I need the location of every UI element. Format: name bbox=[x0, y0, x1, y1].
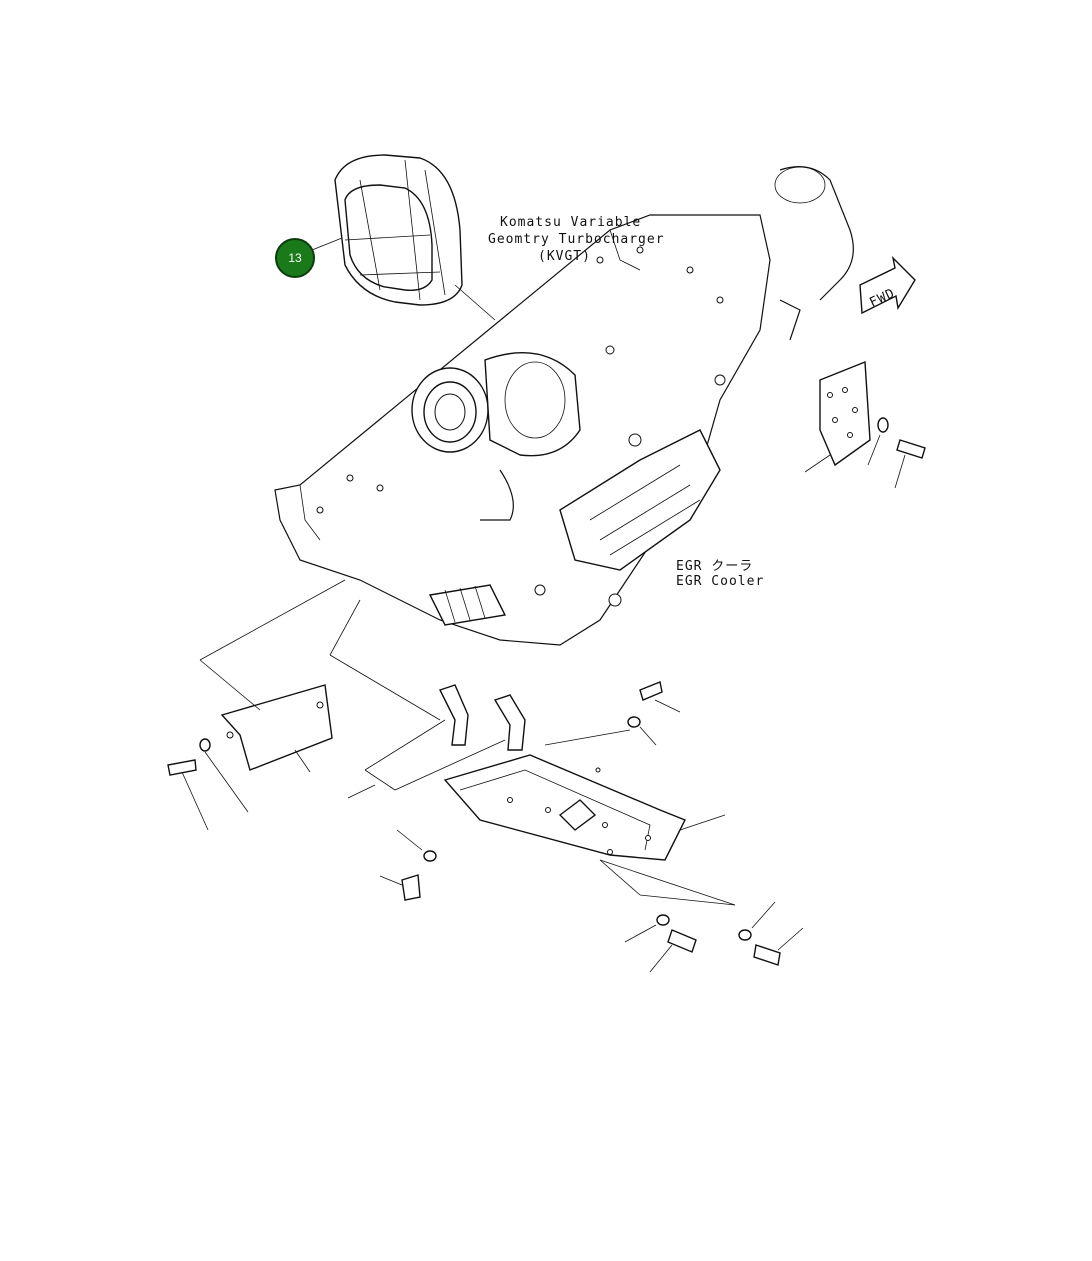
callout-number: 13 bbox=[288, 251, 302, 265]
fwd-arrow: FWD bbox=[859, 255, 916, 315]
heat-shield-ring bbox=[334, 154, 463, 306]
callout-13[interactable]: 13 bbox=[275, 237, 343, 278]
egr-label-line2: EGR Cooler bbox=[676, 574, 764, 589]
egr-label-line1: EGR クーラ bbox=[676, 559, 753, 574]
right-bracket bbox=[804, 360, 926, 489]
kvgt-label-line3: (KVGT) bbox=[538, 249, 591, 264]
kvgt-label-line1: Komatsu Variable bbox=[500, 215, 641, 230]
kvgt-label-line2: Geomtry Turbocharger bbox=[488, 232, 665, 247]
skid-plate bbox=[443, 729, 736, 906]
left-bracket bbox=[167, 579, 441, 831]
hook-clips bbox=[347, 684, 526, 799]
engine-assembly bbox=[274, 166, 854, 646]
callout-badge[interactable] bbox=[275, 238, 315, 278]
fasteners bbox=[379, 681, 804, 973]
